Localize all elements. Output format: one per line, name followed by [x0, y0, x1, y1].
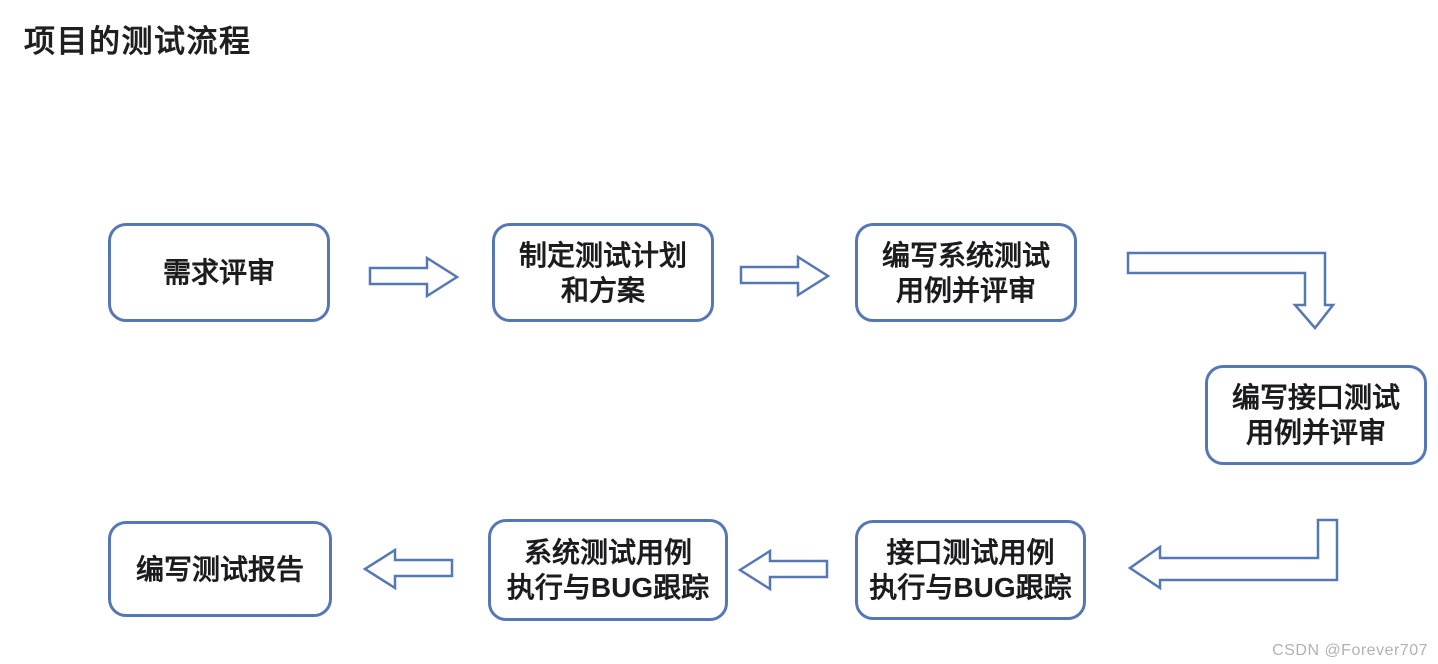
node-label: 需求评审: [162, 257, 275, 288]
node-label: 系统测试用例 执行与BUG跟踪: [506, 537, 710, 603]
elbow-right-down-arrow-icon: [1126, 251, 1337, 330]
node-label: 编写系统测试 用例并评审: [881, 239, 1050, 306]
watermark: CSDN @Forever707: [1272, 642, 1428, 659]
flow-node-write-interface-test-cases: 编写接口测试 用例并评审: [1205, 365, 1427, 465]
node-label: 编写测试报告: [135, 553, 304, 585]
flow-node-requirements-review: 需求评审: [108, 223, 330, 322]
flow-node-system-case-execution: 系统测试用例 执行与BUG跟踪: [488, 519, 728, 621]
right-arrow-icon: [739, 254, 831, 298]
right-arrow-icon: [368, 255, 460, 299]
flow-node-interface-case-execution: 接口测试用例 执行与BUG跟踪: [855, 520, 1086, 620]
flow-node-write-system-test-cases: 编写系统测试 用例并评审: [855, 223, 1077, 322]
flow-node-create-test-plan: 制定测试计划 和方案: [492, 223, 714, 322]
node-label: 接口测试用例 执行与BUG跟踪: [869, 537, 1072, 603]
left-arrow-icon: [737, 548, 829, 592]
node-label: 编写接口测试 用例并评审: [1231, 382, 1400, 448]
node-label: 制定测试计划 和方案: [518, 239, 687, 306]
flow-node-write-test-report: 编写测试报告: [108, 521, 332, 617]
elbow-down-left-arrow-icon: [1127, 518, 1339, 591]
left-arrow-icon: [362, 547, 454, 591]
page-title: 项目的测试流程: [24, 24, 252, 59]
